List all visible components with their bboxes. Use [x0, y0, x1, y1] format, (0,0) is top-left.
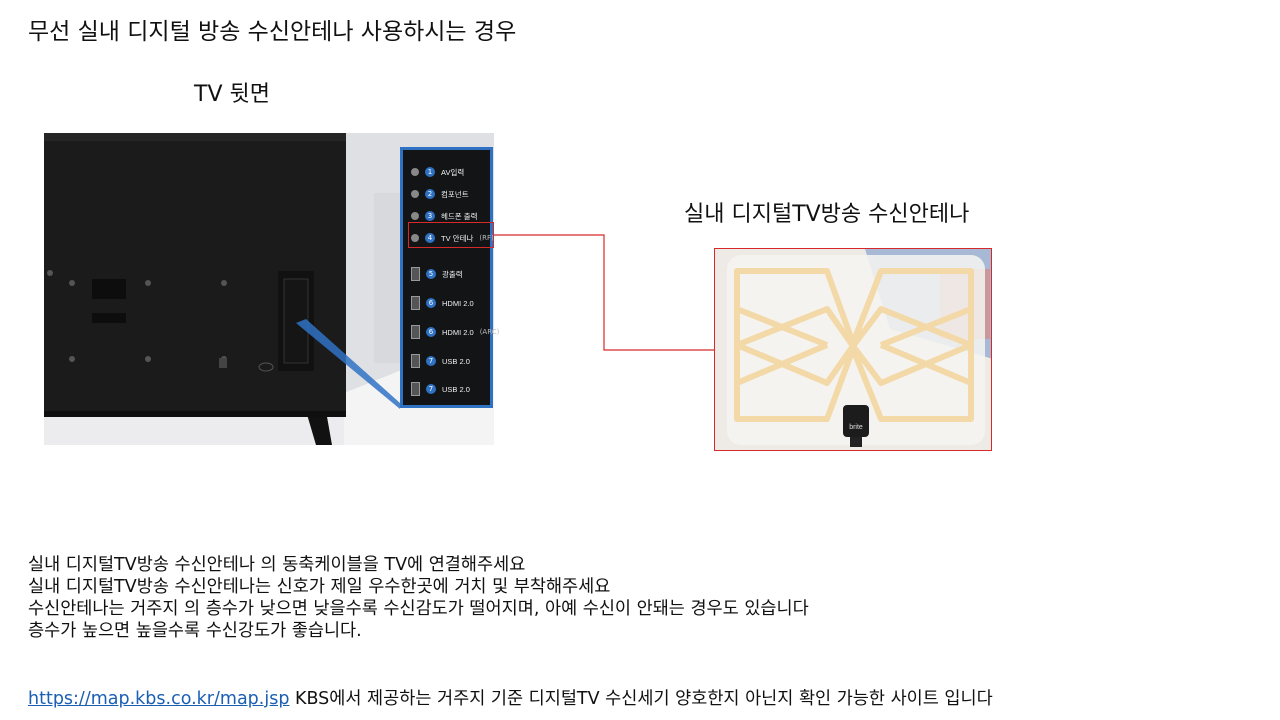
port-row: 1 AV입력 — [411, 164, 464, 180]
port-label: TV 안테나 — [441, 233, 474, 243]
port-number-badge: 7 — [426, 384, 436, 394]
kbs-map-link[interactable]: https://map.kbs.co.kr/map.jsp — [28, 689, 290, 709]
instruction-line: 실내 디지털TV방송 수신안테나는 신호가 제일 우수한곳에 거치 및 부착해주… — [28, 577, 611, 597]
instruction-line: 수신안테나는 거주지 의 층수가 낮으면 낮을수록 수신감도가 떨어지며, 아예… — [28, 599, 809, 619]
footer-line: https://map.kbs.co.kr/map.jsp KBS에서 제공하는… — [28, 685, 993, 710]
port-connector-icon — [411, 354, 420, 368]
instruction-line: 실내 디지털TV방송 수신안테나 의 동축케이블을 TV에 연결해주세요 — [28, 555, 526, 575]
antenna-illustration: brite — [715, 249, 991, 450]
port-row: 6 HDMI 2.0 — [411, 295, 474, 311]
port-connector-icon — [411, 190, 419, 198]
antenna-brand-text: brite — [849, 424, 863, 431]
port-number-badge: 5 — [426, 269, 436, 279]
port-label: USB 2.0 — [442, 384, 470, 394]
port-label: HDMI 2.0 — [442, 298, 474, 308]
port-row: 2 컴포넌트 — [411, 186, 469, 202]
instructions: 실내 디지털TV방송 수신안테나 의 동축케이블을 TV에 연결해주세요 실내 … — [28, 554, 809, 642]
port-label: 컴포넌트 — [441, 189, 469, 199]
instruction-line: 층수가 높으면 높을수록 수신강도가 좋습니다. — [28, 621, 362, 641]
port-label: HDMI 2.0 — [442, 327, 474, 337]
port-row: 7 USB 2.0 — [411, 353, 470, 369]
port-number-badge: 1 — [425, 167, 435, 177]
port-number-badge: 7 — [426, 356, 436, 366]
port-number-badge: 3 — [425, 211, 435, 221]
antenna-label: 실내 디지털TV방송 수신안테나 — [684, 202, 970, 227]
rf-port-highlight — [408, 222, 494, 248]
port-label: AV입력 — [441, 167, 465, 177]
port-row: 7 USB 2.0 — [411, 381, 470, 397]
port-connector-icon — [411, 212, 419, 220]
port-label: 광출력 — [442, 269, 463, 279]
port-sublabel: (RF) — [479, 234, 494, 242]
antenna-photo: brite — [714, 248, 992, 451]
port-connector-icon — [411, 382, 420, 396]
port-row: 6 HDMI 2.0 (ARC) — [411, 324, 499, 340]
port-label: 헤드폰 출력 — [441, 211, 478, 221]
port-number-badge: 6 — [426, 327, 436, 337]
port-row: 5 광출력 — [411, 266, 463, 282]
port-row: 4 TV 안테나 (RF) — [411, 230, 494, 246]
port-label: USB 2.0 — [442, 356, 470, 366]
port-connector-icon — [411, 267, 420, 281]
port-number-badge: 2 — [425, 189, 435, 199]
footer-text: KBS에서 제공하는 거주지 기준 디지털TV 수신세기 양호한지 아닌지 확인… — [289, 689, 993, 709]
page-title: 무선 실내 디지털 방송 수신안테나 사용하시는 경우 — [28, 19, 517, 45]
port-number-badge: 6 — [426, 298, 436, 308]
tv-back-label: TV 뒷면 — [194, 82, 270, 107]
port-row: 3 헤드폰 출력 — [411, 208, 478, 224]
port-connector-icon — [411, 234, 419, 242]
port-number-badge: 4 — [425, 233, 435, 243]
port-connector-icon — [411, 325, 420, 339]
port-connector-icon — [411, 168, 419, 176]
port-connector-icon — [411, 296, 420, 310]
port-sublabel: (ARC) — [479, 328, 500, 336]
